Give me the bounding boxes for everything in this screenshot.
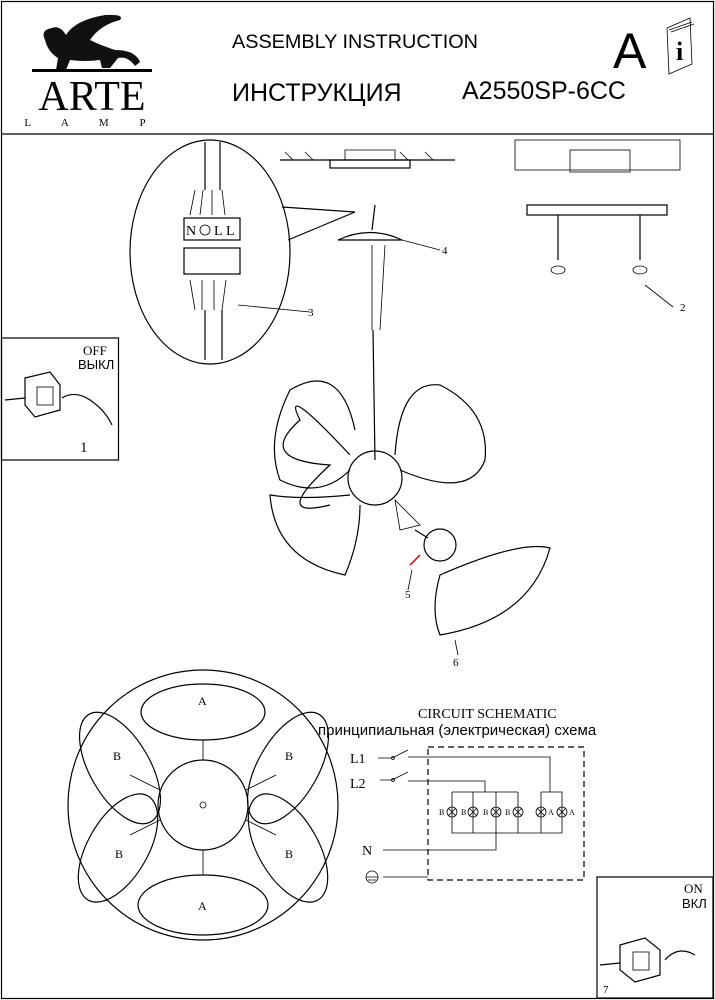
info-letter: i: [676, 37, 683, 66]
lamp-symbols: [446, 806, 568, 818]
lamp-label: A: [569, 808, 575, 817]
shade-label-b: B: [115, 847, 123, 861]
step-number-7: 7: [603, 984, 609, 996]
pendant-lamp: 4 5 6: [269, 204, 551, 669]
input-l2: L2: [350, 777, 366, 792]
model-number: A2550SP-6CC: [462, 77, 626, 105]
callout-4: 4: [442, 245, 448, 257]
manual-book-icon: i: [666, 17, 695, 75]
terminal-block-detail: N L L 3: [129, 139, 356, 365]
ceiling-mount: 2: [280, 139, 686, 314]
off-label: OFF: [83, 343, 107, 358]
terminal-l2: L: [226, 224, 235, 239]
title-en: ASSEMBLY INSTRUCTION: [232, 32, 478, 53]
callout-2: 2: [680, 302, 686, 314]
arte-lamp-logo: ARTE L A M P: [24, 14, 159, 129]
lamp-label: A: [548, 808, 554, 817]
callout-5: 5: [405, 589, 411, 601]
terminal-n: N: [186, 224, 196, 239]
class-letter: A: [613, 23, 647, 79]
lamp-label: B: [439, 808, 444, 817]
on-label: ON: [684, 881, 703, 896]
brand-sub: L A M P: [24, 117, 159, 129]
shade-label-a-bottom: A: [198, 899, 207, 913]
lamp-label: B: [483, 808, 488, 817]
step-1-switch-off: OFF ВЫКЛ 1: [0, 337, 120, 461]
input-n: N: [362, 844, 372, 859]
shade-label-b: B: [285, 847, 293, 861]
lamp-label: B: [505, 808, 510, 817]
off-label-ru: ВЫКЛ: [78, 357, 114, 372]
top-view-diagram: A B B B B A: [67, 669, 339, 941]
shade-label-b: B: [113, 749, 121, 763]
circuit-title-en: CIRCUIT SCHEMATIC: [418, 707, 557, 722]
step-7-switch-on: ON ВКЛ 7: [596, 876, 714, 999]
lamp-label: B: [461, 808, 466, 817]
title-ru: ИНСТРУКЦИЯ: [232, 79, 402, 107]
callout-3: 3: [308, 307, 314, 319]
shade-label-a-top: A: [198, 694, 207, 708]
circuit-title-ru: принципиальная (электрическая) схема: [318, 722, 597, 739]
callout-6: 6: [453, 657, 459, 669]
brand-name: ARTE: [38, 74, 145, 120]
input-l1: L1: [350, 752, 366, 767]
terminal-l1: L: [214, 224, 223, 239]
ground-symbol: [365, 870, 379, 884]
on-label-ru: ВКЛ: [682, 896, 707, 911]
step-number-1: 1: [80, 440, 88, 456]
circuit-schematic: CIRCUIT SCHEMATIC принципиальная (электр…: [318, 707, 597, 884]
shade-label-b: B: [285, 749, 293, 763]
